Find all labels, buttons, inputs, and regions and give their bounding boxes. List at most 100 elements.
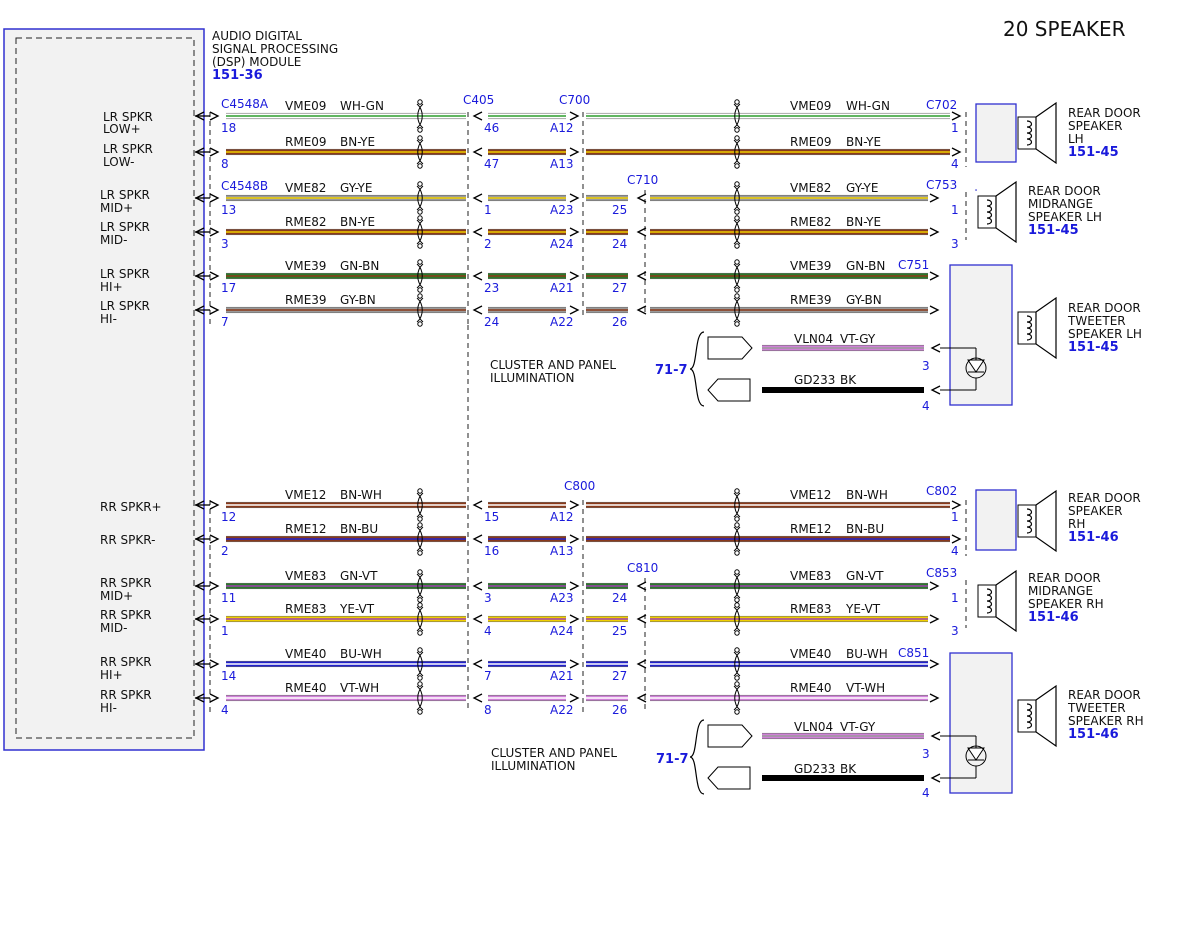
dsp-title-line-1: AUDIO DIGITAL (212, 29, 302, 43)
c710-arrow (636, 305, 647, 315)
c700-arrow (569, 193, 580, 203)
twisted-pair-2-b (734, 526, 741, 552)
pin-c4548: 8 (221, 157, 229, 171)
pin-c700: A12 (550, 121, 573, 135)
twisted-pair-b (417, 139, 424, 165)
pin-c4548: 18 (221, 121, 236, 135)
module-arrow (194, 147, 205, 157)
connector-c753: C753 (926, 178, 957, 192)
twisted-pair-2-b (734, 573, 741, 599)
twisted-pair-a (416, 219, 423, 245)
pin-c700: A22 (550, 315, 573, 329)
twisted-pair-b (417, 263, 424, 289)
speaker-labels: REAR DOOR SPEAKER LH 151-45 REAR DOOR MI… (1028, 106, 1144, 742)
twisted-pair-top (417, 602, 423, 608)
pin-speaker: 3 (951, 624, 959, 638)
spk2-ref: 151-45 (1028, 223, 1079, 238)
circuit-label-left: VME83 (285, 569, 326, 583)
color-label-left: BN-WH (340, 488, 382, 502)
pin-c710: 26 (612, 703, 627, 717)
coil (1026, 703, 1033, 729)
color-label-right: VT-WH (846, 681, 885, 695)
c405-arrow (472, 534, 483, 544)
pin-c405: 24 (484, 315, 499, 329)
twisted-pair-top (417, 522, 423, 528)
connector-c751: C751 (898, 258, 929, 272)
illum2-pin4: 4 (922, 786, 930, 800)
pin-c405: 47 (484, 157, 499, 171)
twisted-pair-a (416, 103, 423, 129)
speaker-module-box (975, 489, 1017, 551)
twisted-pair-2-bottom (734, 287, 740, 293)
connector-c4548a: C4548A (221, 97, 269, 111)
spk5-line1: REAR DOOR (1028, 571, 1101, 585)
pin-label-5b: HI+ (100, 280, 123, 294)
twisted-pair-bottom (417, 163, 423, 169)
twisted-pair-2-top (734, 135, 740, 141)
twisted-pair-2-bottom (734, 163, 740, 169)
speaker-group (949, 101, 1057, 794)
circuit-label-left: RME09 (285, 135, 327, 149)
twisted-pair-2-a (733, 685, 740, 711)
c4548-arrow (209, 147, 220, 157)
module-arrow (194, 111, 205, 121)
speaker-cone (1035, 684, 1057, 748)
twisted-pair-a (416, 573, 423, 599)
c405-arrow (472, 614, 483, 624)
dsp-ref: 151-36 (212, 68, 263, 83)
color-label-right: BN-YE (846, 215, 881, 229)
spk1-line2: SPEAKER (1068, 119, 1122, 133)
illumination-group (689, 331, 987, 795)
color-label-right: GY-YE (846, 181, 878, 195)
twisted-pair-bottom (417, 709, 423, 715)
illum1-pin4: 4 (922, 399, 930, 413)
c405-arrow (472, 305, 483, 315)
pin-speaker: 1 (951, 203, 959, 217)
circuit-label-left: RME12 (285, 522, 327, 536)
c405-arrow (472, 500, 483, 510)
connector-c851: C851 (898, 646, 929, 660)
c405-arrow (472, 581, 483, 591)
c700-arrow (569, 305, 580, 315)
end-arrow (929, 614, 940, 624)
circuit-label-left: RME39 (285, 293, 327, 307)
dsp-pin-labels: LR SPKR LOW+ LR SPKR LOW- LR SPKR MID+ L… (100, 110, 162, 715)
c405-arrow (472, 227, 483, 237)
twisted-pair-2-b (734, 139, 741, 165)
circuit-label-left: VME09 (285, 99, 326, 113)
c700-arrow (569, 659, 580, 669)
pin-label-11b: HI+ (100, 668, 123, 682)
twisted-pair-bottom (417, 630, 423, 636)
circuit-label-right: VME39 (790, 259, 831, 273)
speaker-cone (995, 569, 1017, 633)
twisted-pair-a (416, 526, 423, 552)
twisted-pair-b (417, 651, 424, 677)
color-label-right: BN-YE (846, 135, 881, 149)
illum1-text1: CLUSTER AND PANEL (490, 358, 616, 372)
twisted-pair-b (417, 219, 424, 245)
c4548-arrow (209, 193, 220, 203)
speaker-module-box (949, 652, 1013, 794)
twisted-pair-a (416, 263, 423, 289)
pin-c700: A12 (550, 510, 573, 524)
c700-arrow (569, 581, 580, 591)
twisted-pair-2-a (733, 219, 740, 245)
illum2-pin3: 3 (922, 747, 930, 761)
twisted-pair-2-top (734, 215, 740, 221)
pin-c710: 24 (612, 591, 627, 605)
coil (1026, 120, 1033, 146)
c700-arrow (569, 500, 580, 510)
twisted-pair-2-bottom (734, 597, 740, 603)
spk6-line3: SPEAKER RH (1068, 714, 1144, 728)
pin-c700: A24 (550, 237, 573, 251)
illum2-wire1-color: VT-GY (840, 720, 876, 734)
twisted-pair-2-a (733, 492, 740, 518)
spk1-line3: LH (1068, 132, 1084, 146)
twisted-pair-2-top (734, 602, 740, 608)
pin-c405: 15 (484, 510, 499, 524)
